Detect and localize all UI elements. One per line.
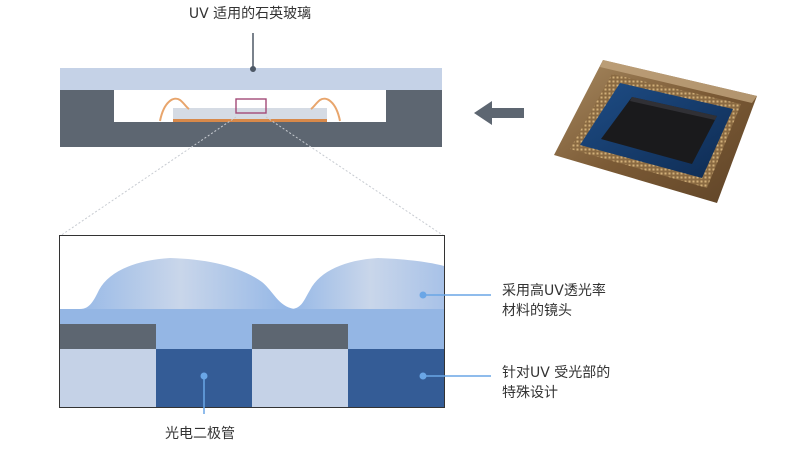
zoom-detail-border (59, 235, 445, 408)
bond-wire-left (159, 97, 190, 122)
bond-wire-right (310, 97, 341, 122)
image-sensor-chip (554, 60, 757, 203)
lens-callout-dot (419, 291, 427, 299)
die-attach-layer (173, 119, 327, 122)
photodiode-2 (348, 349, 444, 407)
left-arrow-icon (474, 101, 524, 125)
package-frame (60, 90, 442, 147)
quartz-glass-label: UV 适用的石英玻璃 (188, 6, 312, 22)
microlens-left (60, 258, 300, 322)
uv-design-label-line1: 针对UV 受光部的 (502, 365, 611, 381)
uv-design-label-line2: 特殊设计 (502, 385, 558, 401)
metal-layer-left (60, 324, 156, 349)
package-cross-section (60, 68, 442, 147)
zoom-line-left (59, 116, 237, 237)
photodiode-callout-dot (200, 372, 208, 380)
microlens-right (280, 258, 444, 322)
zoom-detail-box (60, 236, 444, 407)
lens-material-label-line2: 材料的镜头 (502, 303, 572, 319)
lens-material-label: 采用高UV透光率 材料的镜头 (502, 281, 606, 321)
uv-design-label: 针对UV 受光部的 特殊设计 (502, 363, 610, 403)
glass-leader-dot (250, 66, 256, 72)
focus-region-marker (235, 98, 267, 114)
metal-layer-right (252, 324, 348, 349)
sensor-die (173, 108, 327, 120)
substrate-light-1 (60, 349, 156, 407)
lens-material-label-line1: 采用高UV透光率 (502, 283, 606, 299)
design-callout-dot (419, 372, 427, 380)
substrate-light-2 (252, 349, 348, 407)
photodiode-label: 光电二极管 (165, 426, 235, 442)
quartz-glass-window (60, 68, 442, 90)
